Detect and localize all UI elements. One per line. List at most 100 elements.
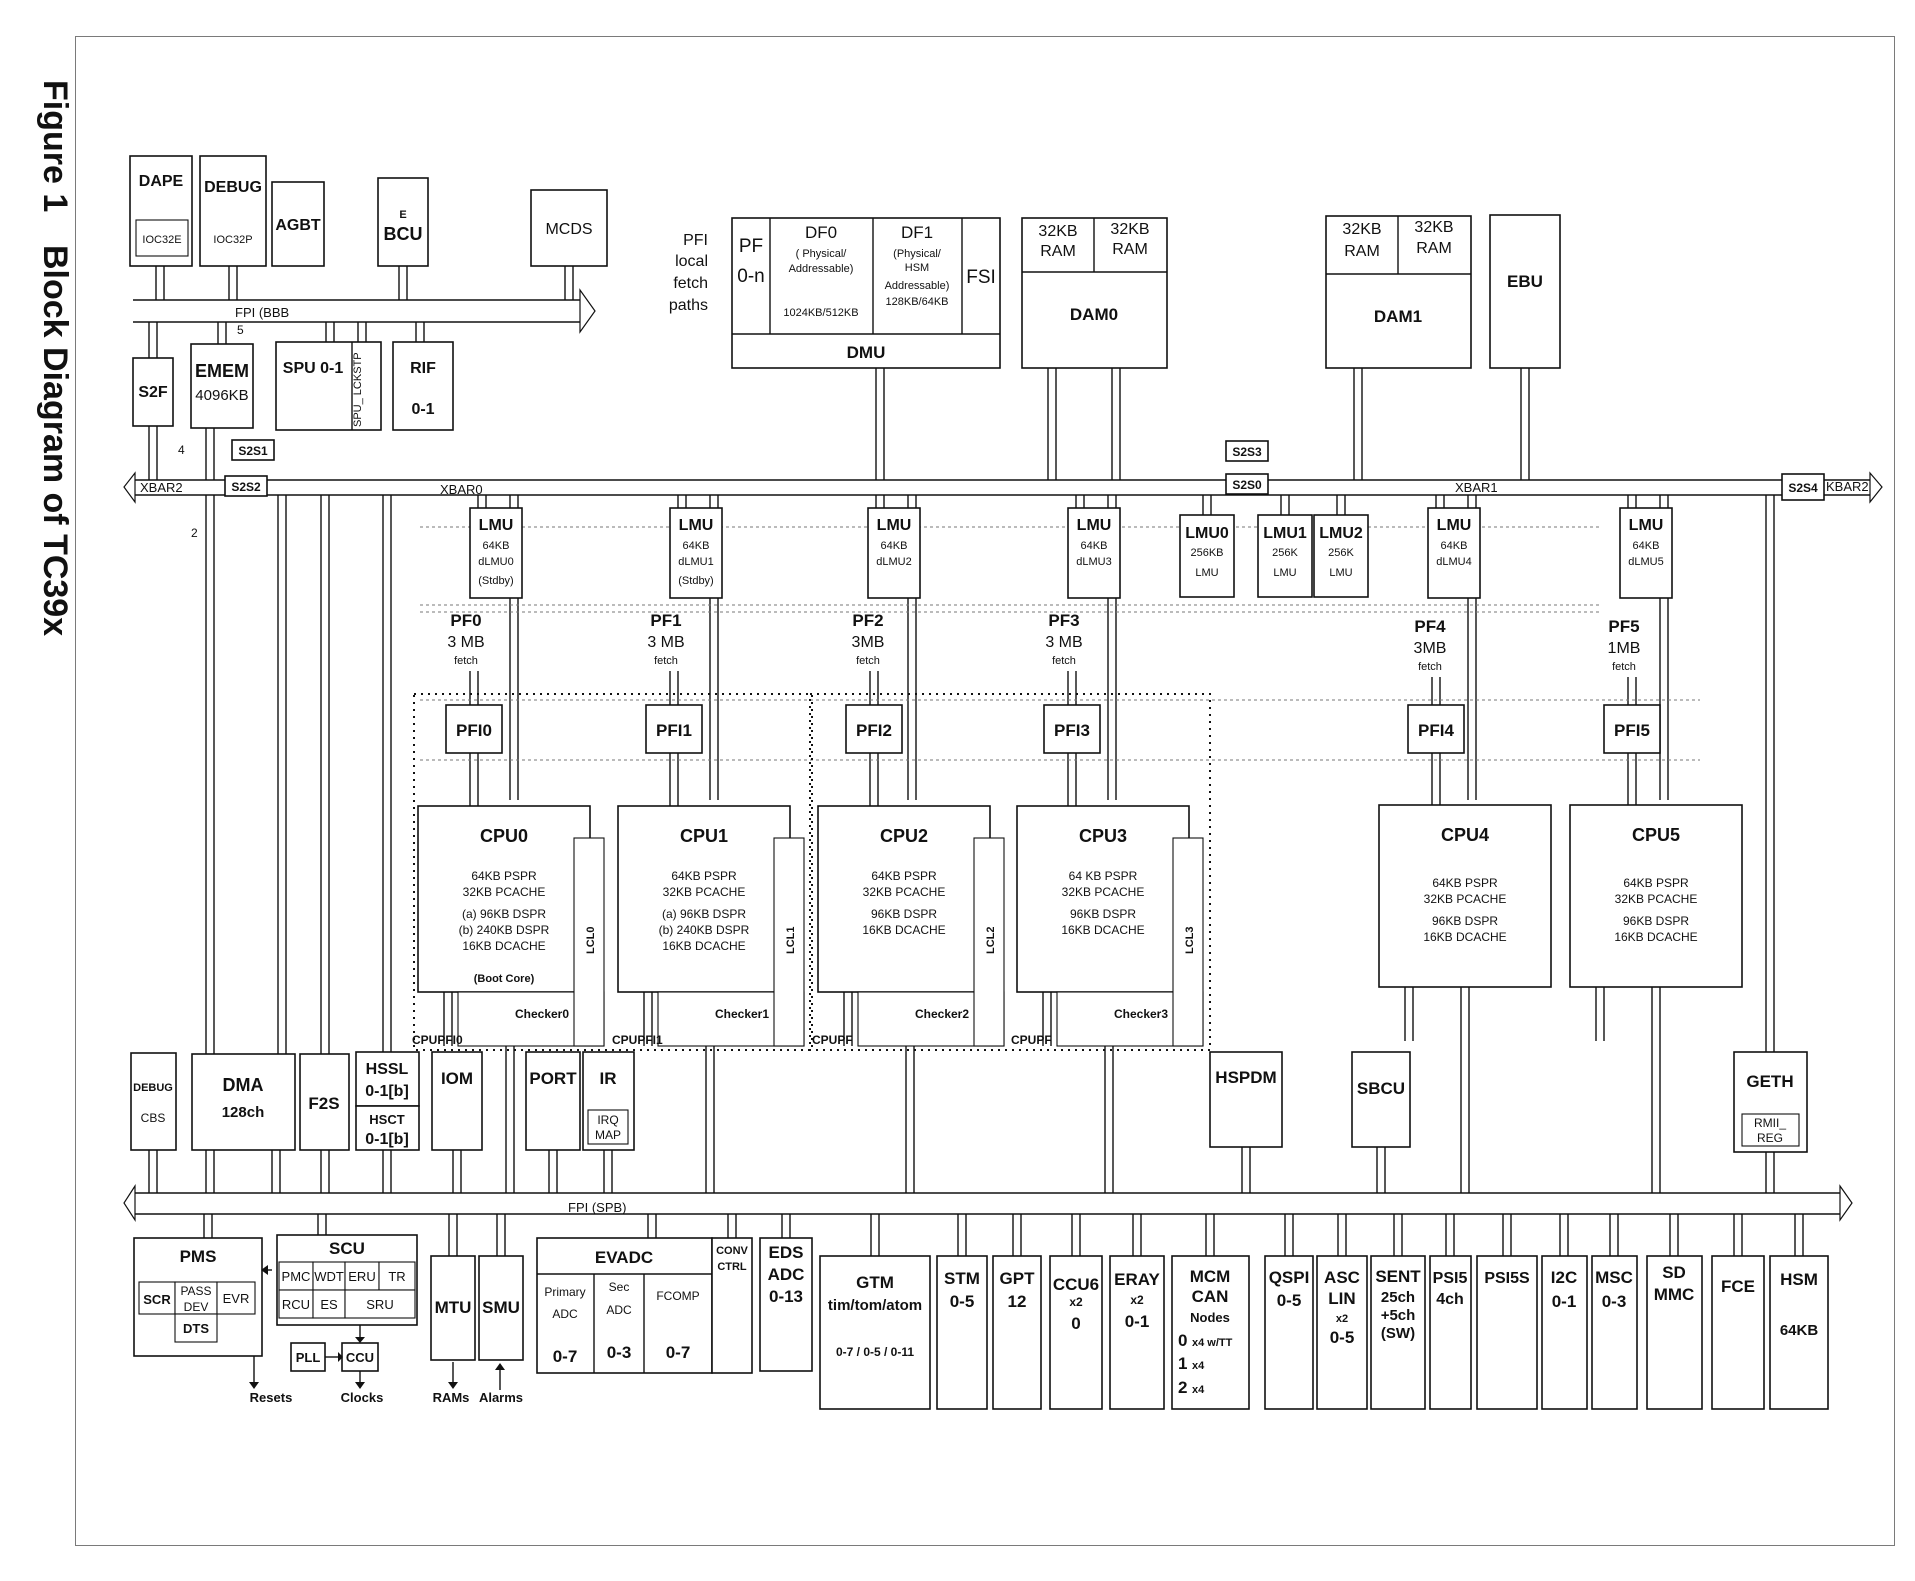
svg-text:tim/tom/atom: tim/tom/atom (828, 1297, 922, 1314)
svg-text:HSPDM: HSPDM (1215, 1068, 1276, 1087)
dlmu-size: 64KB (483, 540, 510, 552)
pf-size: 3 MB (1045, 634, 1082, 651)
svg-text:ERU: ERU (348, 1269, 375, 1284)
svg-text:MCDS: MCDS (545, 221, 592, 238)
svg-text:0-5: 0-5 (1330, 1328, 1355, 1347)
debug-block: DEBUG IOC32P (199, 155, 267, 267)
bus-connector (228, 266, 238, 300)
svg-text:IOC32P: IOC32P (213, 234, 252, 246)
cpu-memory-line: (b) 240KB DSPR (659, 923, 750, 937)
bus-connector (669, 671, 679, 705)
dam0-block: 32KB RAM 32KB RAM DAM0 (1021, 217, 1168, 369)
svg-text:32KB: 32KB (1342, 221, 1381, 238)
svg-text:1: 1 (1178, 1354, 1187, 1373)
svg-text:PF: PF (739, 236, 763, 257)
svg-text:SD: SD (1662, 1263, 1686, 1282)
svg-text:DAPE: DAPE (139, 173, 184, 190)
lmu-title: LMU1 (1263, 525, 1307, 542)
svg-text:PMC: PMC (282, 1269, 311, 1284)
emem-block: EMEM 4096KB (190, 343, 254, 429)
bus-connector (1765, 495, 1775, 1052)
dlmu-size: 64KB (683, 540, 710, 552)
conv-ctrl-block: CONV CTRL (711, 1237, 753, 1374)
hssl-block: HSSL 0-1[b] (355, 1051, 420, 1107)
svg-text:0-3: 0-3 (1602, 1292, 1627, 1311)
fpi-bbb-bus: FPI (BBB 5 (133, 288, 596, 337)
bus-connector (1627, 677, 1637, 705)
bus-connector (1067, 753, 1077, 806)
bus-connector (1431, 753, 1441, 806)
sbcu-block: SBCU (1351, 1051, 1411, 1148)
dlmu-size: 64KB (1441, 540, 1468, 552)
bus-connector (317, 1214, 327, 1235)
svg-text:MCM: MCM (1190, 1267, 1231, 1286)
bus-connector (564, 266, 574, 300)
svg-text:GETH: GETH (1746, 1072, 1793, 1091)
ccu6-block: CCU6 x2 0 (1049, 1255, 1103, 1410)
svg-text:TR: TR (388, 1269, 405, 1284)
spu-block: SPU 0-1 SPU_ LCKSTP (275, 341, 382, 431)
fpi-bbb-label: FPI (BBB (235, 305, 289, 320)
svg-text:0-7: 0-7 (553, 1347, 578, 1366)
dlmu-size: 64KB (881, 540, 908, 552)
svg-text:PORT: PORT (529, 1069, 577, 1088)
scu-block: SCU PMC WDT ERU TR RCU ES SRU (276, 1234, 418, 1326)
lmu-box (1179, 514, 1235, 598)
svg-text:PSI5S: PSI5S (1484, 1270, 1530, 1287)
bus-connector (727, 1214, 737, 1238)
bus-connector (398, 266, 408, 300)
lmu-size: 256K (1328, 547, 1354, 559)
lmu-size: 256KB (1190, 547, 1223, 559)
svg-text:ADC: ADC (606, 1303, 632, 1317)
pf-fetch-label: fetch (454, 655, 478, 667)
s2s0-block: S2S0 (1225, 473, 1269, 495)
dlmu-box (867, 507, 921, 599)
cpu-memory-line: 16KB DCACHE (1614, 930, 1697, 944)
svg-text:IOM: IOM (441, 1069, 473, 1088)
svg-text:x4: x4 (1192, 1384, 1205, 1396)
svg-text:DF0: DF0 (805, 223, 837, 242)
dlmu-blocks: LMU64KBdLMU0(Stdby)LMU64KBdLMU1(Stdby)LM… (469, 507, 1673, 599)
checker-label: Checker1 (715, 1007, 769, 1021)
dlmu-name: dLMU2 (876, 556, 911, 568)
cpu-memory-line: 96KB DSPR (871, 907, 937, 921)
bus-connector (1669, 1214, 1679, 1256)
svg-text:DAM0: DAM0 (1070, 305, 1118, 324)
svg-text:0-5: 0-5 (950, 1292, 975, 1311)
msc-block: MSC 0-3 (1591, 1255, 1638, 1410)
lcl-box (1172, 837, 1204, 1047)
bus-mark-2: 2 (191, 526, 198, 540)
svg-text:RMII_: RMII_ (1754, 1116, 1786, 1130)
cpu-memory-line: 64KB PSPR (1432, 876, 1498, 890)
svg-text:IRQ: IRQ (597, 1113, 618, 1127)
psi5s-block: PSI5S (1476, 1255, 1538, 1410)
alarms-label: Alarms (479, 1390, 523, 1405)
cpu-memory-line: 32KB PCACHE (663, 885, 746, 899)
svg-text:EVR: EVR (223, 1291, 250, 1306)
bus-connector (1794, 1214, 1804, 1256)
bus-connector (1205, 1214, 1215, 1256)
svg-text:ASC: ASC (1324, 1268, 1360, 1287)
svg-text:FCE: FCE (1721, 1277, 1755, 1296)
svg-text:PMS: PMS (180, 1247, 217, 1266)
svg-text:0-1: 0-1 (1552, 1292, 1577, 1311)
clocks-label: Clocks (341, 1390, 384, 1405)
bus-connector (477, 495, 487, 508)
svg-text:EMEM: EMEM (195, 361, 249, 381)
svg-text:HSSL: HSSL (366, 1061, 409, 1078)
cpu-memory-line: 32KB PCACHE (463, 885, 546, 899)
resets-label: Resets (250, 1390, 293, 1405)
lcl-label: LCL0 (585, 927, 597, 955)
svg-text:IOC32E: IOC32E (142, 234, 181, 246)
bus-connector (1012, 1214, 1022, 1256)
pf-size: 3MB (852, 634, 885, 651)
svg-text:WDT: WDT (314, 1269, 344, 1284)
cpu-memory-line: 96KB DSPR (1432, 914, 1498, 928)
